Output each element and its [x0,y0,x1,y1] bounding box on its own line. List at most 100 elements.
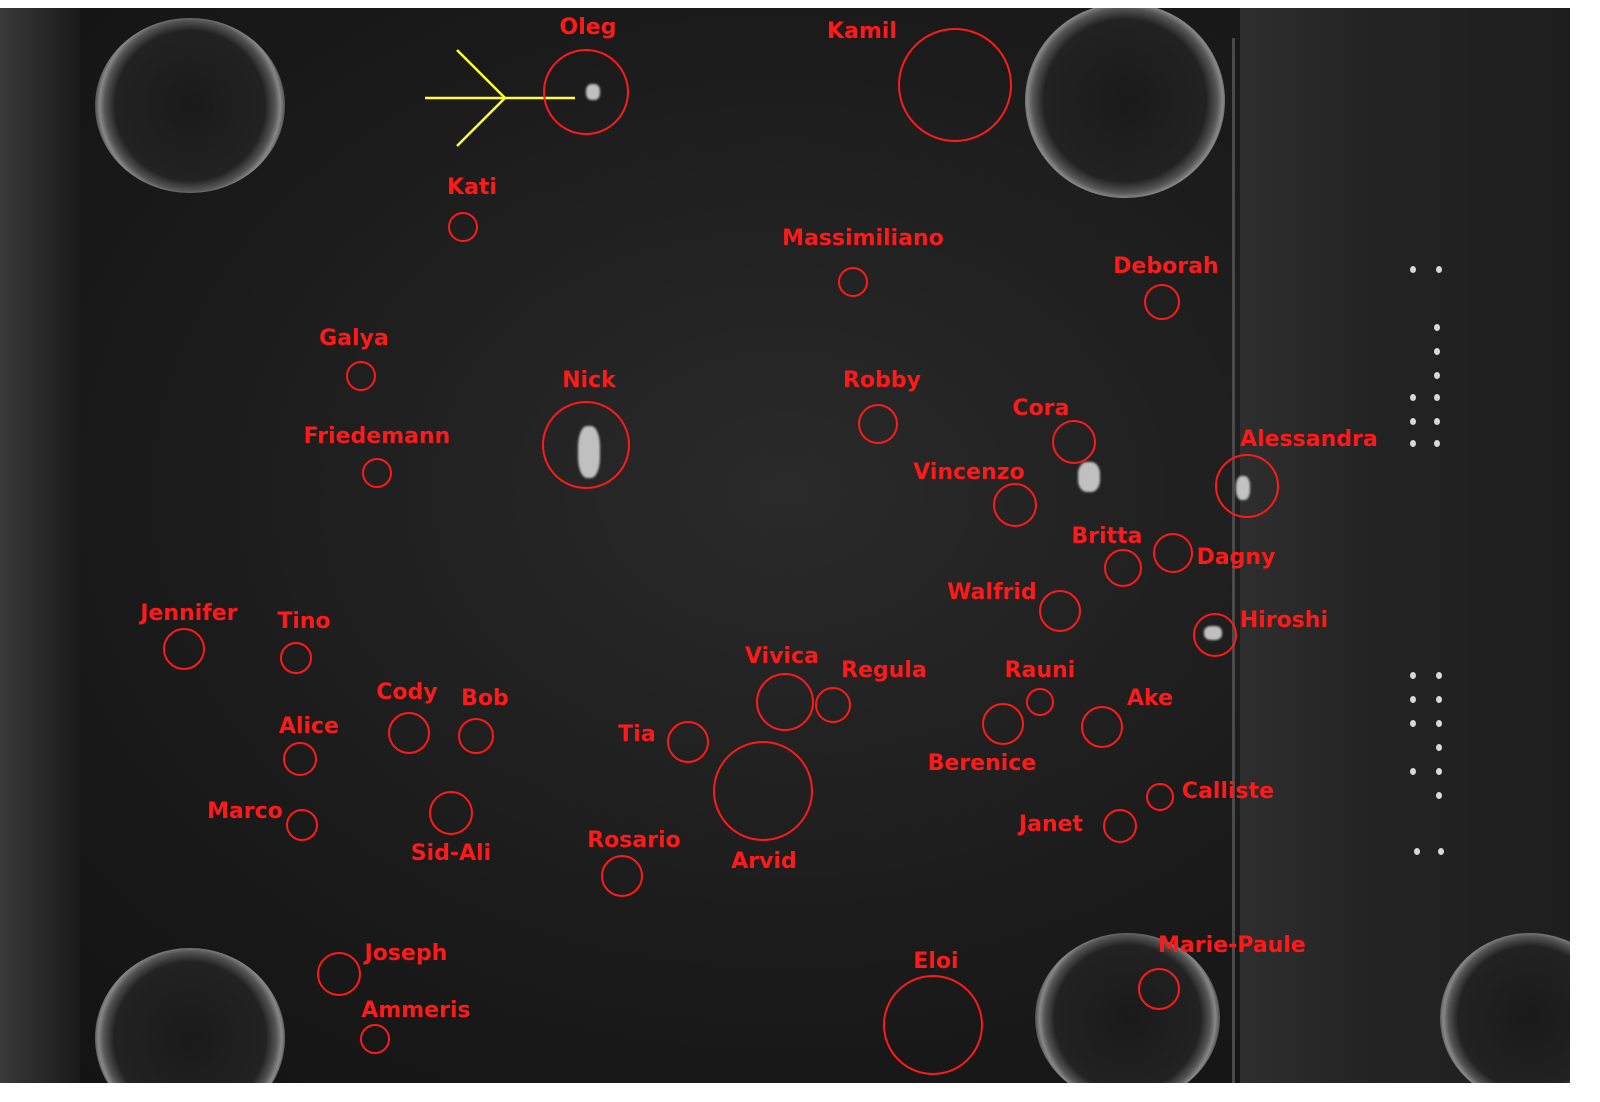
crystal-annotation-janet: Janet [1017,809,1137,843]
crystal-circle-dagny [1153,533,1193,573]
crystal-cora-blob [1078,462,1100,492]
crystal-annotation-vincenzo: Vincenzo [913,460,1037,527]
crystal-circle-hiroshi [1193,613,1237,657]
crystal-annotation-dagny: Dagny [1153,533,1276,573]
crystal-label-ammeris: Ammeris [361,998,470,1023]
crystal-annotation-rauni: Rauni [1005,658,1076,716]
crystal-label-arvid: Arvid [731,849,797,874]
crystal-annotation-marie-paule: Marie-Paule [1138,933,1306,1010]
crystal-annotation-joseph: Joseph [317,941,448,996]
crystal-label-friedemann: Friedemann [304,424,451,449]
crystal-circle-regula [815,687,851,723]
crystal-circle-britta [1104,549,1142,587]
crystal-label-rauni: Rauni [1005,658,1076,683]
crystal-label-bob: Bob [461,686,509,711]
crystal-annotation-galya: Galya [319,326,389,391]
crystal-label-janet: Janet [1017,812,1084,837]
bolt-top-right [1025,8,1225,198]
crystal-circle-robby [858,404,898,444]
crystal-annotation-tino: Tino [277,609,331,674]
crystal-label-rosario: Rosario [587,828,681,853]
crystal-label-cody: Cody [376,680,437,705]
crystal-label-marie-paule: Marie-Paule [1158,933,1306,958]
crystal-annotation-regula: Regula [815,658,927,723]
crystal-annotation-arvid: Arvid [713,741,813,874]
crystal-annotation-bob: Bob [458,686,509,754]
crystal-annotation-eloi: Eloi [883,949,983,1075]
crystal-annotation-marco: Marco [207,799,318,841]
crystal-label-kamil: Kamil [827,19,897,44]
crystal-label-jennifer: Jennifer [138,601,237,626]
crystal-annotation-kamil: Kamil [827,19,1012,142]
crystal-circle-rauni [1026,688,1054,716]
crystal-annotation-ake: Ake [1081,686,1173,748]
crystal-label-galya: Galya [319,326,389,351]
crystal-label-alessandra: Alessandra [1240,427,1378,452]
plate-edge-line [1232,38,1235,1083]
crystal-annotation-hiroshi: Hiroshi [1193,608,1328,657]
crystal-annotation-deborah: Deborah [1113,254,1219,320]
crystal-circle-vincenzo [993,483,1037,527]
crystal-label-deborah: Deborah [1113,254,1218,279]
crystal-circle-alice [283,742,317,776]
crystal-circle-deborah [1144,284,1180,320]
crystal-label-joseph: Joseph [363,941,448,966]
crystal-label-hiroshi: Hiroshi [1240,608,1328,633]
crystal-label-alice: Alice [279,714,339,739]
crystal-annotation-walfrid: Walfrid [947,580,1081,632]
plate-left-edge [0,8,80,1083]
crystal-oleg-blob [586,84,600,100]
bolt-bottom-left [95,948,285,1083]
crystal-label-dagny: Dagny [1197,545,1276,570]
crystal-circle-bob [458,718,494,754]
crystal-label-tia: Tia [618,722,655,747]
crystal-circle-rosario [601,855,643,897]
crystal-circle-ake [1081,706,1123,748]
crystal-label-cora: Cora [1013,396,1070,421]
crystal-circle-tino [280,642,312,674]
crystal-annotations: Oleg KamilKatiMassimilianoDeborahGalyaNic… [138,15,1378,1075]
crystal-annotation-massimiliano: Massimiliano [782,226,944,297]
crystal-label-britta: Britta [1071,524,1142,549]
crystal-label-calliste: Calliste [1182,779,1274,804]
crystal-circle-jennifer [163,628,205,670]
crystal-circle-joseph [317,952,361,996]
crystal-nick-blob [578,426,600,478]
crystal-circle-kamil [898,28,1012,142]
crystal-circle-janet [1103,809,1137,843]
crystal-annotation-oleg: Oleg [543,15,629,135]
crystal-label-kati: Kati [447,175,497,200]
crystal-circle-galya [346,361,376,391]
crystal-circle-tia [667,721,709,763]
crystal-circle-nick [542,401,630,489]
crystal-circle-walfrid [1039,590,1081,632]
crystal-label-massimiliano: Massimiliano [782,226,944,251]
crystal-annotation-robby: Robby [843,368,921,444]
crystal-annotation-jennifer: Jennifer [138,601,238,670]
crystal-circle-marco [286,809,318,841]
crystal-annotation-cora: Cora [1013,396,1096,464]
crystal-label-oleg: Oleg [560,15,617,40]
crystal-label-berenice: Berenice [928,751,1037,776]
crystal-label-walfrid: Walfrid [947,580,1037,605]
microscope-photo [0,8,1570,1083]
crystal-annotation-calliste: Calliste [1146,779,1274,811]
crystal-circle-arvid [713,741,813,841]
crystal-annotation-nick: Nick [542,368,630,489]
crystal-circle-berenice [982,703,1024,745]
crystal-annotation-kati: Kati [447,175,497,242]
yellow-arrow-marker [425,49,575,147]
crystal-circle-oleg [543,49,629,135]
crystal-annotation-vivica: Vivica [745,644,819,731]
crystal-circle-sid-ali [429,791,473,835]
bolt-top-left [95,18,285,193]
crystal-circle-marie-paule [1138,968,1180,1010]
crystal-label-tino: Tino [277,609,330,634]
arrow-fletch-top [456,49,506,99]
crystal-label-vivica: Vivica [745,644,819,669]
crystal-circle-vivica [756,673,814,731]
crystal-circle-ammeris [360,1024,390,1054]
crystal-label-vincenzo: Vincenzo [913,460,1024,485]
